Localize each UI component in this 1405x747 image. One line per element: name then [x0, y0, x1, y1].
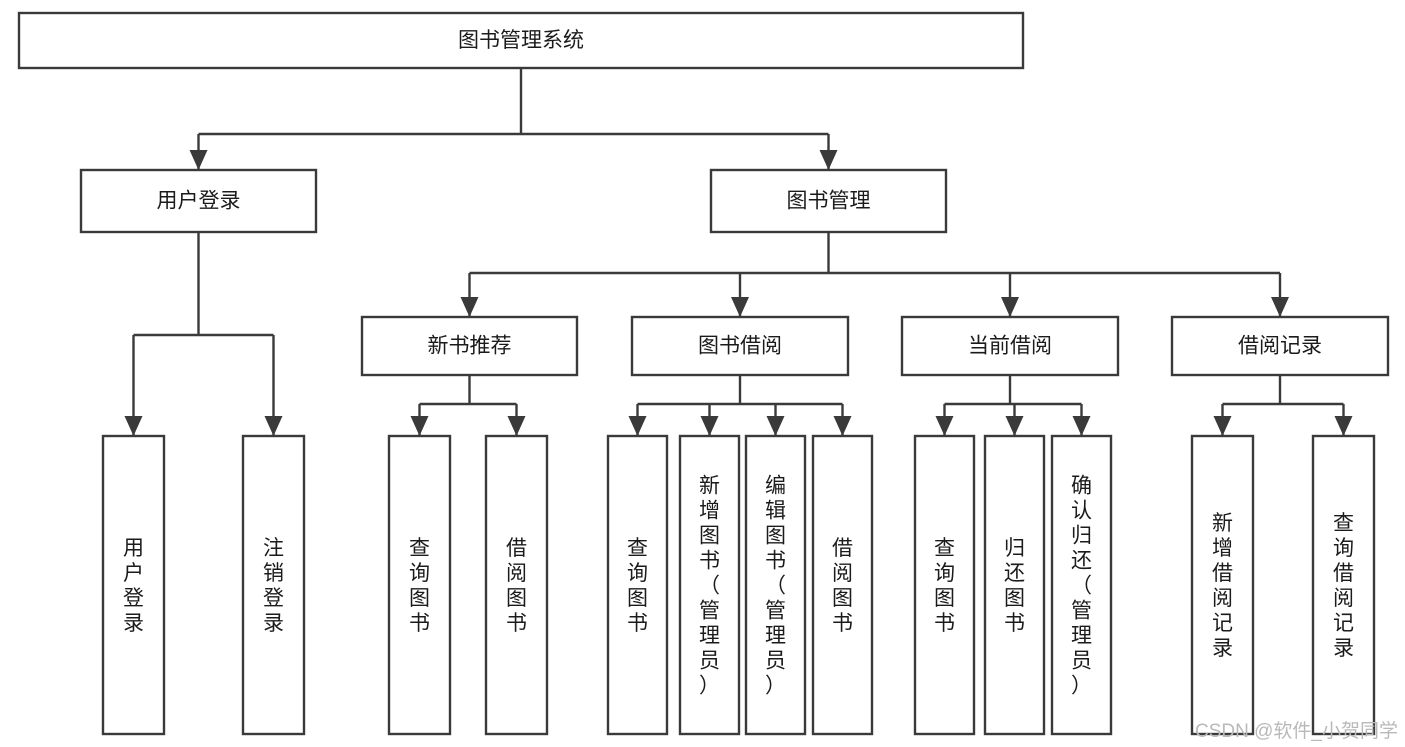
connector-layer — [124, 68, 1353, 436]
arrow-head-icon — [628, 416, 647, 436]
arrow-head-icon — [819, 150, 838, 170]
node-box-leaf-8[interactable] — [913, 434, 976, 736]
watermark-label: CSDN @软件_小贺同学 — [1195, 720, 1398, 742]
node-label-leaf-8: 查询图书 — [934, 537, 955, 635]
node-label-level3-3: 借阅记录 — [1238, 335, 1322, 358]
node-box-level2-1[interactable] — [709, 168, 948, 234]
node-layer: 图书管理系统用户登录图书管理新书推荐图书借阅当前借阅借阅记录用户登录注销登录查询… — [17, 11, 1390, 736]
arrow-head-icon — [1213, 416, 1232, 436]
node-label-leaf-9: 归还图书 — [1004, 537, 1025, 635]
arrow-head-icon — [124, 416, 143, 436]
node-box-leaf-5[interactable] — [678, 434, 741, 736]
node-label-leaf-7: 借阅图书 — [832, 537, 853, 635]
arrow-head-icon — [700, 416, 719, 436]
node-label-leaf-1: 注销登录 — [263, 537, 284, 635]
node-label-root: 图书管理系统 — [458, 29, 584, 52]
arrow-head-icon — [935, 416, 954, 436]
node-box-root[interactable] — [17, 11, 1025, 70]
arrow-head-icon — [833, 416, 852, 436]
node-label-leaf-11: 新增借阅记录 — [1212, 512, 1233, 660]
node-label-leaf-5: 新增图书（管理员） — [699, 475, 720, 698]
node-label-leaf-10: 确认归还（管理员） — [1071, 475, 1092, 698]
arrow-head-icon — [410, 416, 429, 436]
node-box-leaf-0[interactable] — [101, 434, 166, 736]
node-box-leaf-12[interactable] — [1311, 434, 1376, 736]
arrow-head-icon — [731, 297, 749, 317]
arrow-head-icon — [766, 416, 785, 436]
arrow-head-icon — [1271, 297, 1289, 317]
node-box-leaf-7[interactable] — [811, 434, 874, 736]
node-box-level3-0[interactable] — [360, 315, 579, 377]
node-label-leaf-2: 查询图书 — [409, 537, 430, 635]
node-box-leaf-11[interactable] — [1190, 434, 1255, 736]
node-box-level3-3[interactable] — [1170, 315, 1390, 377]
node-label-level3-1: 图书借阅 — [698, 335, 782, 358]
node-box-level3-1[interactable] — [630, 315, 850, 377]
node-box-leaf-1[interactable] — [241, 434, 306, 736]
node-label-leaf-3: 借阅图书 — [506, 537, 527, 635]
node-label-leaf-0: 用户登录 — [123, 537, 144, 635]
node-box-leaf-10[interactable] — [1050, 434, 1113, 736]
node-box-leaf-3[interactable] — [484, 434, 549, 736]
node-box-level2-0[interactable] — [79, 168, 318, 234]
node-box-leaf-4[interactable] — [606, 434, 669, 736]
node-label-level3-0: 新书推荐 — [428, 335, 512, 358]
arrow-head-icon — [189, 150, 208, 170]
node-label-leaf-12: 查询借阅记录 — [1333, 512, 1354, 660]
arrow-head-icon — [1001, 297, 1019, 317]
arrow-head-icon — [1005, 416, 1024, 436]
node-label-leaf-4: 查询图书 — [627, 537, 648, 635]
node-box-leaf-2[interactable] — [387, 434, 452, 736]
node-label-level3-2: 当前借阅 — [968, 335, 1052, 358]
node-label-level2-0: 用户登录 — [157, 190, 241, 213]
node-box-leaf-6[interactable] — [744, 434, 807, 736]
arrow-head-icon — [1072, 416, 1091, 436]
node-label-level2-1: 图书管理 — [787, 190, 871, 213]
arrow-head-icon — [264, 416, 283, 436]
node-box-level3-2[interactable] — [900, 315, 1120, 377]
arrow-head-icon — [507, 416, 526, 436]
node-label-leaf-6: 编辑图书（管理员） — [765, 475, 786, 698]
arrow-head-icon — [460, 297, 479, 317]
arrow-head-icon — [1334, 416, 1353, 436]
node-box-leaf-9[interactable] — [983, 434, 1046, 736]
